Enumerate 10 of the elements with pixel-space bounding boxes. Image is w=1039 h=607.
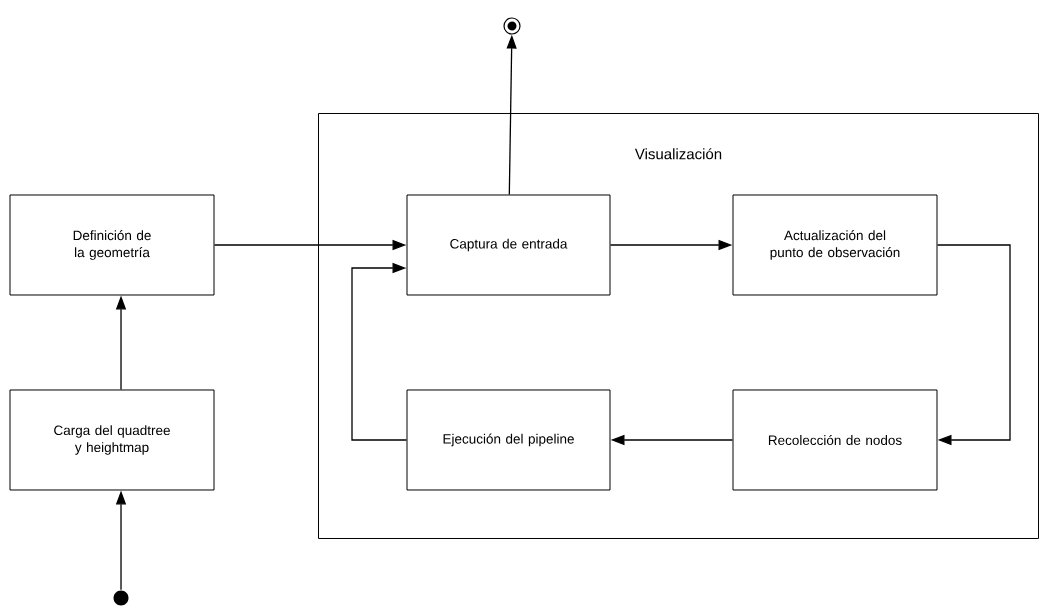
process-box: Recolección de nodos <box>732 389 938 491</box>
end-bullseye <box>503 17 521 35</box>
process-box: Carga del quadtree y heightmap <box>9 389 215 491</box>
process-box: Ejecución del pipeline <box>406 389 611 491</box>
arrow <box>351 262 408 441</box>
process-box: Captura de entrada <box>406 194 611 296</box>
process-box: Actualización del punto de observación <box>732 194 938 296</box>
process-box: Definición de la geometría <box>9 194 215 296</box>
arrow <box>936 244 1011 446</box>
start-dot <box>113 590 129 606</box>
